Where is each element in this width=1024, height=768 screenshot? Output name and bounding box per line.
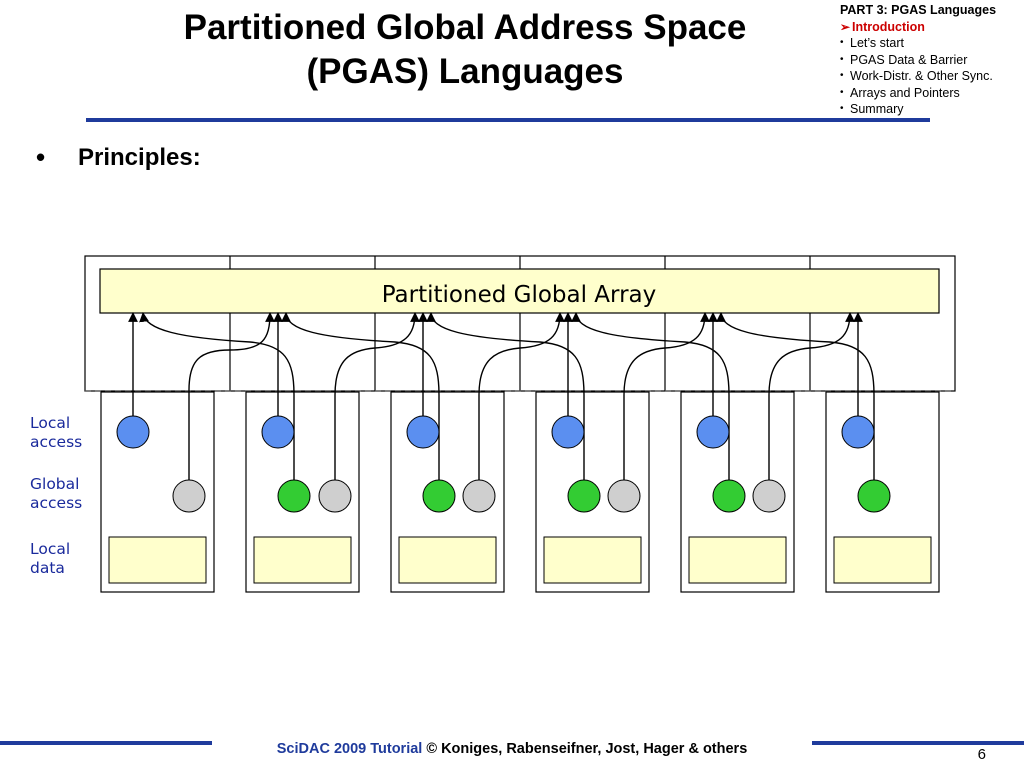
nav-item-label: PGAS Data & Barrier	[850, 52, 968, 67]
arrow-bullet-icon: ➢	[840, 19, 851, 34]
nav-item-introduction[interactable]: ➢ Introduction	[840, 19, 1024, 36]
global-access-label-line2: access	[30, 494, 83, 512]
slide-title-line1: Partitioned Global Address Space	[183, 8, 747, 47]
bullet-icon: •	[840, 37, 844, 48]
section-nav: PART 3: PGAS Languages ➢ Introduction • …	[840, 2, 1024, 118]
slide-title: Partitioned Global Address Space (PGAS) …	[100, 6, 830, 94]
local-data-box	[253, 536, 352, 584]
partitioned-global-array-label: Partitioned Global Array	[382, 282, 657, 308]
title-divider	[86, 118, 930, 122]
local-access-node	[406, 415, 440, 449]
principles-text: Principles:	[78, 143, 201, 171]
local-access-label-line1: Local	[30, 414, 71, 432]
page-number: 6	[977, 746, 986, 763]
bullet-icon: •	[36, 142, 46, 172]
global-access-node-active	[277, 479, 311, 513]
global-access-label-line1: Global	[30, 475, 80, 493]
bullet-icon: •	[840, 70, 844, 81]
global-access-arrow	[716, 312, 875, 481]
nav-item-pgas-data-barrier[interactable]: • PGAS Data & Barrier	[840, 52, 1024, 69]
slide-title-line2: (PGAS) Languages	[306, 52, 624, 91]
bullet-icon: •	[840, 103, 844, 114]
nav-item-label: Let’s start	[850, 36, 904, 50]
nav-item-summary[interactable]: • Summary	[840, 101, 1024, 118]
local-data-box	[543, 536, 642, 584]
global-access-node-idle	[752, 479, 786, 513]
global-access-node-active	[857, 479, 891, 513]
global-access-arrow	[768, 312, 855, 481]
footer-brand: SciDAC 2009 Tutorial	[276, 741, 423, 757]
footer: SciDAC 2009 Tutorial © Koniges, Rabensei…	[0, 741, 1024, 757]
local-access-node	[551, 415, 585, 449]
nav-item-arrays-pointers[interactable]: • Arrays and Pointers	[840, 85, 1024, 102]
global-access-node-active	[422, 479, 456, 513]
global-access-node-active	[567, 479, 601, 513]
footer-rule-right	[812, 741, 1024, 745]
global-access-arrow	[623, 312, 710, 481]
footer-rule-left	[0, 741, 212, 745]
global-access-node-idle	[462, 479, 496, 513]
global-access-arrow	[281, 312, 440, 481]
nav-item-label: Introduction	[852, 19, 925, 34]
bullet-icon: •	[840, 86, 844, 98]
local-data-label-line1: Local	[30, 540, 71, 558]
principles-bullet: • Principles:	[36, 142, 201, 173]
nav-item-work-distr[interactable]: • Work-Distr. & Other Sync.	[840, 68, 1024, 85]
local-access-label-line2: access	[30, 433, 83, 451]
bullet-icon: •	[840, 53, 844, 65]
global-access-arrow	[478, 312, 565, 481]
nav-item-label: Work-Distr. & Other Sync.	[850, 69, 993, 83]
local-access-label: Local access	[30, 414, 110, 452]
partitioned-global-array	[99, 268, 940, 314]
local-data-box	[398, 536, 497, 584]
global-access-arrow	[139, 312, 295, 481]
global-access-arrow	[188, 312, 275, 481]
local-access-node	[261, 415, 295, 449]
global-access-node-idle	[318, 479, 352, 513]
nav-item-lets-start[interactable]: • Let’s start	[840, 35, 1024, 52]
global-access-arrow	[334, 312, 420, 481]
global-access-node-idle	[607, 479, 641, 513]
local-data-label-line2: data	[30, 559, 65, 577]
global-access-arrow	[426, 312, 585, 481]
global-access-node-idle	[172, 479, 206, 513]
global-access-label: Global access	[30, 475, 110, 513]
local-access-node	[116, 415, 150, 449]
footer-credits: © Koniges, Rabenseifner, Jost, Hager & o…	[422, 741, 748, 757]
global-access-node-active	[712, 479, 746, 513]
local-data-label: Local data	[30, 540, 110, 578]
global-access-arrow	[571, 312, 730, 481]
nav-item-label: Arrays and Pointers	[850, 85, 960, 100]
local-data-box	[108, 536, 207, 584]
local-access-node	[696, 415, 730, 449]
local-data-box	[688, 536, 787, 584]
nav-part-title: PART 3: PGAS Languages	[840, 3, 997, 17]
local-access-node	[841, 415, 875, 449]
nav-item-label: Summary	[850, 102, 904, 116]
local-data-box	[833, 536, 932, 584]
